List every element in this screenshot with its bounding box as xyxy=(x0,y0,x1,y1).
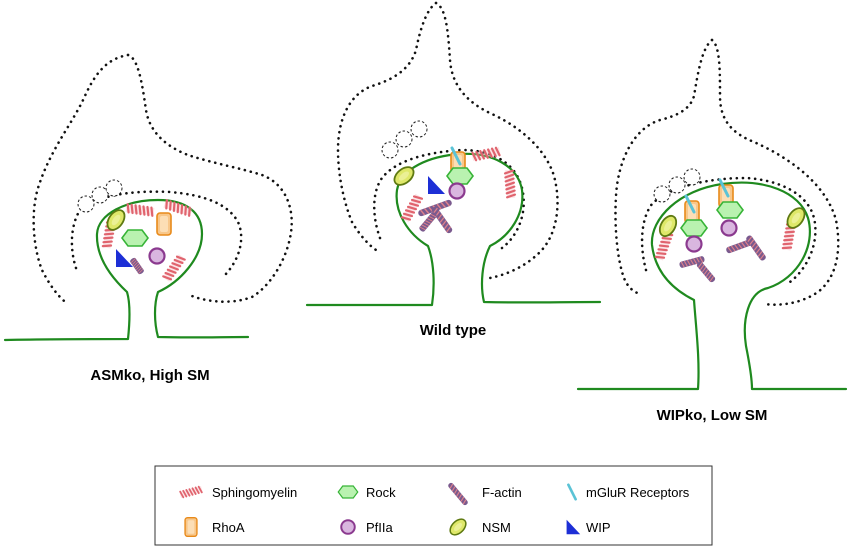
inner-dotted-center xyxy=(372,148,526,250)
legend: Sphingomyelin Rock F-actin mGluR Recepto… xyxy=(154,465,713,546)
vesicle xyxy=(395,130,413,148)
sphingomyelin-icon xyxy=(503,168,517,200)
inner-dotted-left xyxy=(70,190,243,278)
wip-icon xyxy=(428,176,445,194)
svg-text:WIP: WIP xyxy=(586,520,611,535)
legend-item-mglur: mGluR Receptors xyxy=(567,483,690,501)
vesicle xyxy=(410,120,428,138)
vesicle xyxy=(653,185,671,203)
panel-label-asmko: ASMko, High SM xyxy=(90,367,209,384)
legend-item-pfiia: PfIIa xyxy=(340,519,394,535)
svg-text:mGluR Receptors: mGluR Receptors xyxy=(586,485,690,500)
panel-wild-type: Wild type xyxy=(305,1,602,339)
vesicle xyxy=(105,179,123,197)
f-actin-icon xyxy=(430,205,454,235)
presynaptic-membrane-right xyxy=(614,38,840,306)
rhoa-icon xyxy=(184,516,198,538)
wip-icon xyxy=(116,249,133,267)
pfiia-icon xyxy=(340,519,356,535)
spine-membrane-left xyxy=(3,198,250,342)
svg-text:NSM: NSM xyxy=(482,520,511,535)
spine-membrane-right xyxy=(576,181,848,391)
pfiia-icon xyxy=(685,235,703,253)
presynaptic-membrane-center xyxy=(336,1,559,280)
panel-label-wild-type: Wild type xyxy=(420,322,487,339)
rhoa-icon xyxy=(156,212,172,236)
vesicle xyxy=(668,176,686,194)
rock-icon xyxy=(337,485,359,499)
vesicle xyxy=(77,195,95,213)
f-actin-icon xyxy=(695,260,717,284)
svg-text:Sphingomyelin: Sphingomyelin xyxy=(212,485,297,500)
panel-asmko: ASMko, High SM xyxy=(3,53,293,384)
rock-icon xyxy=(680,219,708,237)
svg-text:RhoA: RhoA xyxy=(212,520,245,535)
pfiia-icon xyxy=(148,247,166,265)
legend-item-rock: Rock xyxy=(337,485,396,500)
vesicle xyxy=(683,168,701,186)
vesicle xyxy=(91,186,109,204)
legend-box xyxy=(154,465,713,546)
legend-item-rhoa: RhoA xyxy=(184,516,245,538)
svg-text:PfIIa: PfIIa xyxy=(366,520,394,535)
legend-item-wip: WIP xyxy=(566,519,611,535)
panel-label-wipko: WIPko, Low SM xyxy=(657,407,768,424)
svg-text:F-actin: F-actin xyxy=(482,485,522,500)
sphingomyelin-icon xyxy=(124,202,156,218)
rock-icon xyxy=(121,229,149,247)
presynaptic-membrane-left xyxy=(32,53,293,306)
panel-wipko: WIPko, Low SM xyxy=(576,38,848,424)
legend-item-sphingomyelin: Sphingomyelin xyxy=(178,485,297,500)
sphingomyelin-icon xyxy=(161,253,187,283)
vesicle xyxy=(381,141,399,159)
svg-text:Rock: Rock xyxy=(366,485,396,500)
legend-item-f-actin: F-actin xyxy=(446,481,522,507)
rock-icon xyxy=(446,167,474,185)
pfiia-icon xyxy=(720,219,738,237)
legend-item-nsm: NSM xyxy=(446,515,511,539)
f-actin-icon xyxy=(744,233,768,263)
pfiia-icon xyxy=(448,182,466,200)
sphingomyelin-icon xyxy=(400,192,424,224)
rock-icon xyxy=(716,201,744,219)
